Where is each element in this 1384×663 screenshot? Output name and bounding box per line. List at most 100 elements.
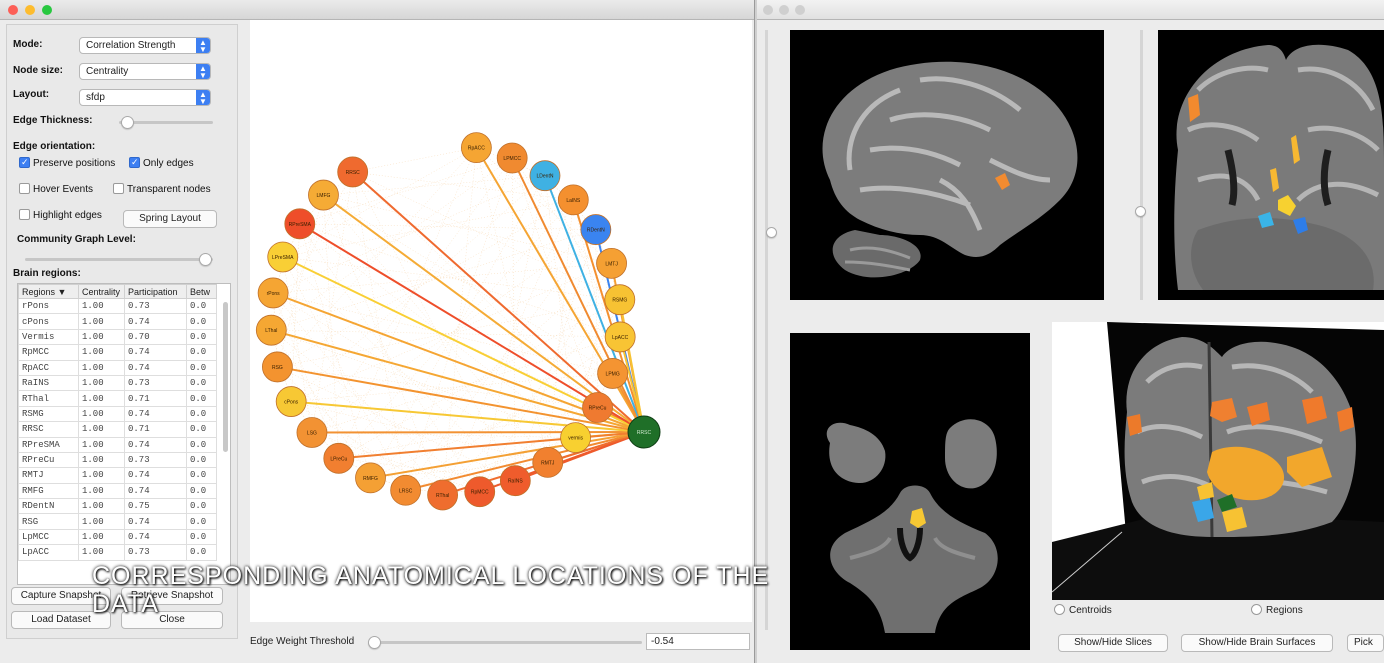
layout-select[interactable]: sfdp ▲▼ [79, 89, 211, 106]
graph-edge[interactable] [322, 194, 645, 433]
load-dataset-button[interactable]: Load Dataset [11, 611, 111, 629]
node-circle[interactable] [557, 184, 589, 216]
node-circle[interactable] [427, 479, 459, 511]
graph-node[interactable]: LMTJ [596, 247, 627, 279]
column-header[interactable]: Centrality [78, 284, 125, 299]
node-circle[interactable] [262, 351, 293, 383]
node-circle[interactable] [337, 156, 369, 188]
community-level-slider[interactable] [25, 258, 213, 261]
close-window-icon[interactable] [8, 5, 18, 15]
threshold-value-field[interactable]: -0.54 [646, 633, 750, 650]
show-hide-slices-button[interactable]: Show/Hide Slices [1058, 634, 1168, 652]
hover-events-checkbox[interactable]: Hover Events [19, 183, 93, 195]
regions-radio[interactable]: Regions [1251, 604, 1303, 616]
node-circle[interactable] [464, 476, 496, 508]
minimize-window-icon[interactable] [779, 5, 789, 15]
node-circle[interactable] [460, 132, 492, 164]
graph-node[interactable]: LPreSMA [267, 241, 299, 273]
column-header[interactable]: Participation [124, 284, 187, 299]
node-circle[interactable] [390, 474, 422, 506]
mode-select[interactable]: Correlation Strength ▲▼ [79, 37, 211, 54]
column-header[interactable]: Betw [186, 284, 217, 299]
node-circle[interactable] [596, 247, 627, 279]
node-circle[interactable] [496, 142, 528, 174]
splitter-knob[interactable] [766, 227, 777, 238]
spring-layout-button[interactable]: Spring Layout [123, 210, 217, 228]
graph-node[interactable]: RaINS [499, 465, 531, 497]
edge-thickness-knob[interactable] [121, 116, 134, 129]
threshold-slider[interactable] [370, 641, 642, 644]
node-circle[interactable] [355, 462, 386, 494]
node-size-select[interactable]: Centrality ▲▼ [79, 63, 211, 80]
edge-thickness-slider[interactable] [119, 121, 213, 124]
hub-node-circle[interactable] [627, 415, 661, 449]
pick-button[interactable]: Pick [1347, 634, 1384, 652]
node-circle[interactable] [323, 442, 355, 474]
minimize-window-icon[interactable] [25, 5, 35, 15]
graph-node[interactable]: rPons [257, 277, 289, 309]
graph-node[interactable]: RpACC [460, 132, 492, 164]
graph-edge[interactable] [544, 175, 645, 433]
node-circle[interactable] [267, 241, 299, 273]
preserve-positions-checkbox[interactable]: Preserve positions [19, 157, 115, 169]
splitter-left[interactable] [765, 30, 768, 630]
graph-node[interactable]: LPMG [597, 358, 629, 389]
graph-edge[interactable] [352, 171, 645, 433]
node-circle[interactable] [529, 160, 561, 192]
graph-node[interactable]: RPreCu [582, 392, 613, 423]
close-button[interactable]: Close [121, 611, 223, 629]
transparent-nodes-checkbox[interactable]: Transparent nodes [113, 183, 211, 195]
graph-edge[interactable] [271, 329, 645, 433]
graph-edge[interactable] [272, 292, 645, 433]
node-circle[interactable] [532, 446, 564, 478]
capture-snapshot-button[interactable]: Capture Snapshot [11, 587, 111, 605]
node-circle[interactable] [308, 179, 339, 211]
coronal-view[interactable] [790, 333, 1030, 650]
graph-node[interactable]: RRSC [337, 156, 369, 188]
node-circle[interactable] [604, 284, 636, 316]
graph-edge[interactable] [511, 157, 645, 433]
3d-view[interactable] [1052, 322, 1384, 600]
graph-node[interactable]: LMFG [308, 179, 339, 211]
hub-node[interactable]: RRSC [627, 415, 661, 449]
graph-node[interactable]: RThal [427, 479, 459, 511]
node-circle[interactable] [499, 465, 531, 497]
retrieve-snapshot-button[interactable]: Retrieve Snapshot [121, 587, 223, 605]
node-circle[interactable] [604, 321, 636, 353]
graph-node[interactable]: RMTJ [532, 446, 564, 478]
graph-node[interactable]: LPMCC [496, 142, 528, 174]
column-header[interactable]: Regions ▼ [18, 284, 79, 299]
zoom-window-icon[interactable] [795, 5, 805, 15]
splitter-middle[interactable] [1140, 30, 1143, 300]
graph-node[interactable]: LSG [296, 417, 328, 448]
node-circle[interactable] [257, 277, 289, 309]
node-circle[interactable] [275, 386, 307, 417]
graph-edge[interactable] [370, 431, 645, 479]
graph-node[interactable]: RpMCC [464, 476, 496, 508]
close-window-icon[interactable] [763, 5, 773, 15]
centroids-radio[interactable]: Centroids [1054, 604, 1112, 616]
axial-view[interactable] [1158, 30, 1384, 300]
graph-node[interactable]: RSG [262, 351, 293, 383]
graph-node[interactable]: LpACC [604, 321, 636, 353]
splitter-knob[interactable] [1135, 206, 1146, 217]
graph-node[interactable]: RDentN [580, 214, 612, 245]
graph-node[interactable]: LRSC [390, 474, 422, 506]
graph-node[interactable]: LThal [255, 314, 287, 346]
